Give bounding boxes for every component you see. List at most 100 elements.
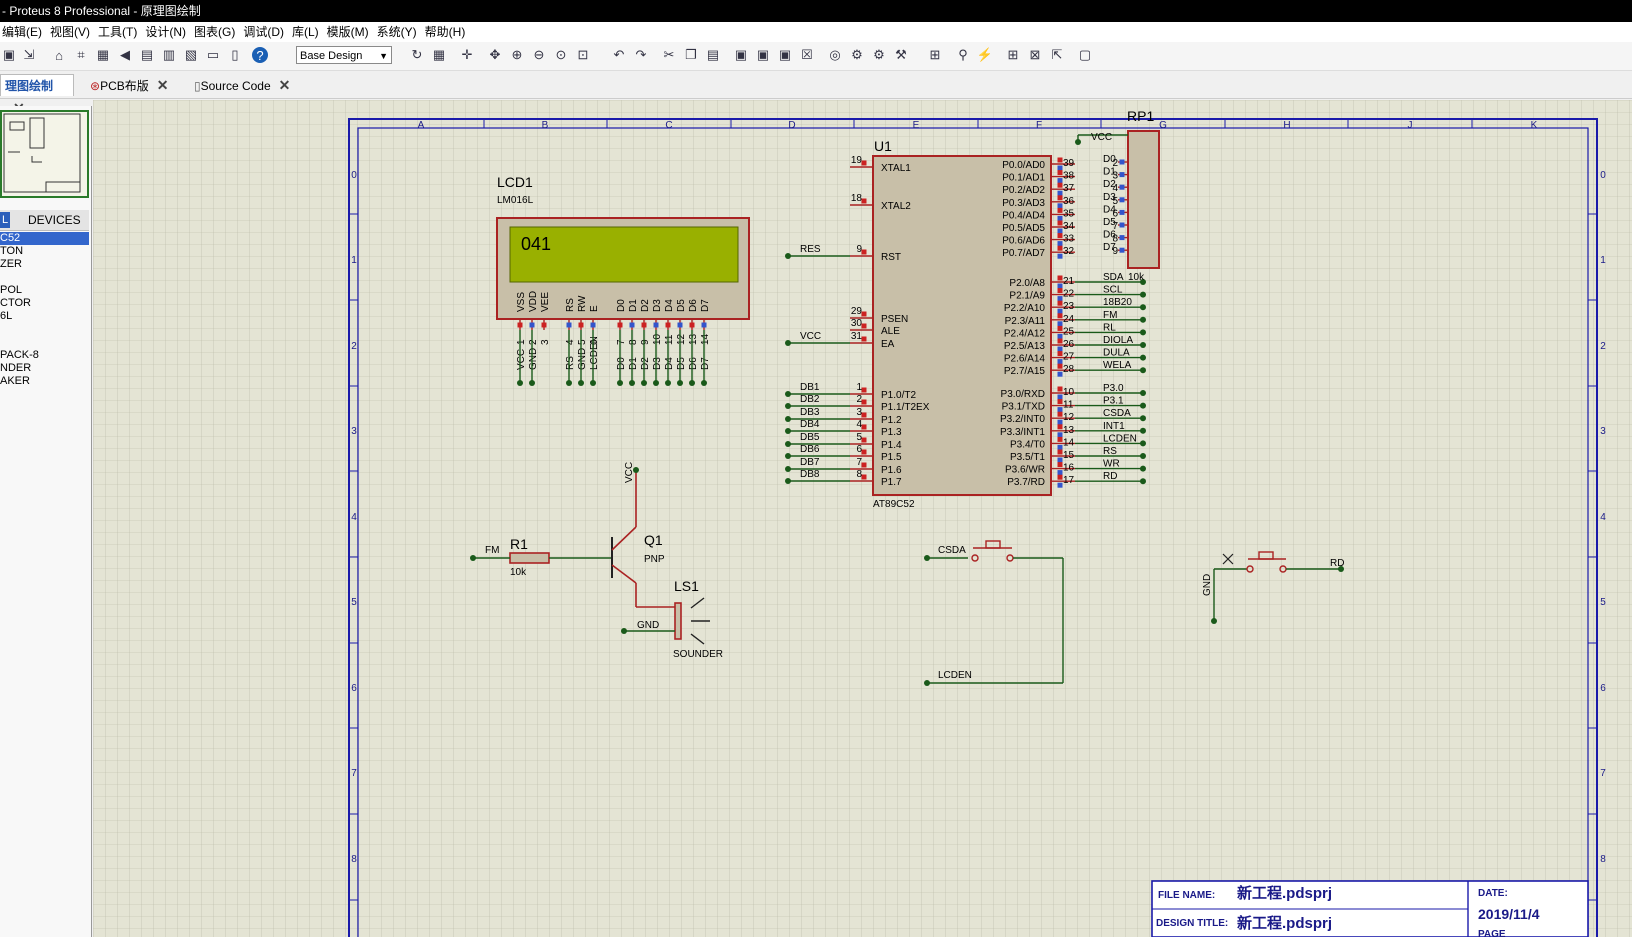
notes-icon[interactable]: ▯ <box>231 47 239 62</box>
device-list-item[interactable]: NDER <box>0 362 32 374</box>
search-icon[interactable]: ⚲ <box>958 47 968 62</box>
zoom-out-icon[interactable]: ⊖ <box>533 47 545 62</box>
menu-item-9[interactable]: 帮助(H) <box>424 25 466 39</box>
pin-marker <box>1057 444 1063 450</box>
cut-icon[interactable]: ✂ <box>663 47 675 62</box>
tab-source-code[interactable]: ▯Source Code✕ <box>190 74 306 96</box>
menu-item-3[interactable]: 设计(N) <box>145 25 186 39</box>
overview-window[interactable] <box>0 110 89 198</box>
net-dot <box>924 680 930 686</box>
frame-col-label: D <box>788 120 795 131</box>
device-list-item[interactable]: C52 <box>0 232 89 245</box>
home-icon[interactable]: ⌂ <box>55 47 63 63</box>
report-icon[interactable]: ▭ <box>206 47 220 62</box>
zoom-in-icon[interactable]: ⊕ <box>511 47 523 62</box>
menu-item-4[interactable]: 图表(G) <box>194 25 236 39</box>
mcu-pin-number: 12 <box>1063 412 1075 423</box>
lcd-pin-name: D2 <box>640 299 651 312</box>
remove-sheet-icon[interactable]: ⊠ <box>1029 47 1041 62</box>
device-list-item[interactable]: TON <box>0 245 24 257</box>
lcd-pin-name: D1 <box>628 299 639 312</box>
mcu-net-label: D2 <box>1103 179 1116 190</box>
frame-row-label: 6 <box>351 683 357 694</box>
rp1-pin-number: 3 <box>1112 171 1118 182</box>
tab-pcb[interactable]: ⊛PCB布版✕ <box>86 74 180 96</box>
mcu-body <box>872 155 1052 496</box>
block-copy-icon[interactable]: ▣ <box>734 47 748 62</box>
decompose-icon[interactable]: ⚒ <box>895 47 907 62</box>
pcb-icon[interactable]: ▦ <box>96 47 110 62</box>
schematic-icon[interactable]: ⌗ <box>77 47 85 62</box>
undo-icon[interactable]: ↶ <box>613 47 625 62</box>
block-rotate-icon[interactable]: ▣ <box>778 47 792 62</box>
menu-item-6[interactable]: 库(L) <box>292 25 319 39</box>
exit-parent-icon[interactable]: ⇱ <box>1051 47 1063 62</box>
paste-icon[interactable]: ▤ <box>706 47 720 62</box>
menu-item-5[interactable]: 调试(D) <box>243 25 284 39</box>
help-icon[interactable]: ? <box>252 47 268 63</box>
mcu-ref: U1 <box>874 138 892 154</box>
menu-item-0[interactable]: 编辑(E) <box>2 25 42 39</box>
packaging-icon[interactable]: ⚙ <box>873 47 885 62</box>
mcu-pin-name: P3.4/T0 <box>1010 439 1045 450</box>
menu-item-7[interactable]: 模版(M) <box>326 25 369 39</box>
ls1-ref: LS1 <box>674 578 699 594</box>
wire-autorouter-icon[interactable]: ⊞ <box>929 47 941 62</box>
net-dot <box>1140 415 1146 422</box>
mcu-pin-name: P1.5 <box>881 452 902 463</box>
device-list-item[interactable]: CTOR <box>0 297 31 309</box>
pan-icon[interactable]: ✥ <box>489 47 501 62</box>
library-mode-icon[interactable]: L <box>0 212 10 228</box>
layer-select[interactable]: Base Design▼ <box>296 46 392 64</box>
save-icon[interactable]: ▣ <box>2 47 16 62</box>
device-list-item[interactable]: 6L <box>0 310 13 322</box>
frame-row-label: 2 <box>1600 341 1606 352</box>
gerber-icon[interactable]: ▤ <box>140 47 154 62</box>
menu-item-8[interactable]: 系统(Y) <box>376 25 417 39</box>
lcd-net-dot <box>653 380 659 386</box>
block-move-icon[interactable]: ▣ <box>756 47 770 62</box>
refresh-icon[interactable]: ↻ <box>411 47 423 62</box>
lcd-net-label: GND <box>528 348 539 370</box>
design-title-label: DESIGN TITLE: <box>1156 918 1228 929</box>
zoom-area-icon[interactable]: ⊡ <box>577 47 589 62</box>
source-icon[interactable]: ▧ <box>184 47 198 62</box>
device-list-item[interactable] <box>0 271 89 284</box>
pin-marker <box>1119 209 1125 215</box>
zoom-all-icon[interactable]: ⊙ <box>555 47 567 62</box>
bom-icon[interactable]: ▥ <box>162 47 176 62</box>
menu-item-1[interactable]: 视图(V) <box>50 25 90 39</box>
property-tool-icon[interactable]: ⚡ <box>976 47 994 62</box>
lcd-net-label: D3 <box>652 357 663 370</box>
device-list-item[interactable] <box>0 323 89 336</box>
device-list-item[interactable]: PACK-8 <box>0 349 39 361</box>
device-list-item[interactable]: AKER <box>0 375 30 387</box>
new-sheet-icon[interactable]: ⊞ <box>1007 47 1019 62</box>
mcu-pin-number: 24 <box>1063 314 1075 325</box>
import-icon[interactable]: ⇲ <box>23 47 35 62</box>
close-icon[interactable]: ✕ <box>156 77 169 93</box>
grid-icon[interactable]: ▦ <box>432 47 446 62</box>
pick-device-icon[interactable]: ◎ <box>829 47 841 62</box>
netlist-icon[interactable]: ▢ <box>1078 47 1092 62</box>
pin-marker <box>541 322 547 328</box>
device-list-item[interactable]: ZER <box>0 258 22 270</box>
mcu-pin-number: 7 <box>856 457 862 468</box>
make-device-icon[interactable]: ⚙ <box>851 47 863 62</box>
device-list-item[interactable]: POL <box>0 284 23 296</box>
redo-icon[interactable]: ↷ <box>635 47 647 62</box>
sw2-net-b-label: RD <box>1330 558 1344 569</box>
origin-icon[interactable]: ✛ <box>461 47 473 62</box>
device-list-item[interactable] <box>0 336 89 349</box>
close-icon[interactable]: ✕ <box>278 77 291 93</box>
tab-schematic[interactable]: 理图绘制✕ <box>0 74 74 116</box>
back-icon[interactable]: ◀ <box>120 47 130 62</box>
layer-select-value: Base Design <box>300 50 363 62</box>
block-delete-icon[interactable]: ☒ <box>801 47 813 62</box>
menu-item-2[interactable]: 工具(T) <box>98 25 138 39</box>
copy-icon[interactable]: ❐ <box>685 47 697 62</box>
lcd-pin-name: E <box>589 305 600 312</box>
mcu-net-label: D4 <box>1103 204 1116 215</box>
